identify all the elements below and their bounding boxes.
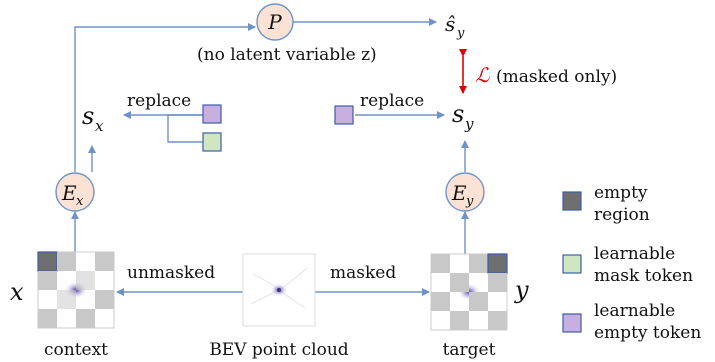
x-variable: x [10,278,24,306]
predictor-note: (no latent variable z) [197,45,377,65]
context-grid [37,251,115,329]
legend-item-empty-token: learnable empty token [562,301,701,343]
prediction-label: ŝ y [445,12,465,41]
ex-to-p-connector [74,23,256,172]
target-representation: s y [452,100,474,133]
svg-text:s: s [82,102,94,130]
empty-token-swatch-right [334,105,354,125]
y-variable: y [514,276,529,304]
token-bracket [167,114,203,143]
svg-text:s: s [452,100,464,128]
svg-text:mask token: mask token [594,266,693,286]
svg-text:region: region [594,205,650,225]
svg-text:x: x [76,194,84,209]
svg-text:learnable: learnable [594,301,675,321]
legend-item-empty-region: empty region [562,183,650,225]
svg-text:y: y [456,26,465,41]
replace-right-label: replace [360,91,424,111]
target-encoder-node: E y [445,172,485,212]
predictor-node: P [256,3,294,41]
svg-text:y: y [464,115,474,133]
svg-text:learnable: learnable [594,244,675,264]
unmasked-label: unmasked [127,263,215,283]
svg-text:empty: empty [594,183,648,203]
target-label: target [443,340,496,360]
replace-left-label: replace [127,91,191,111]
svg-text:E: E [61,181,77,205]
masked-label: masked [330,263,396,283]
legend-item-mask-token: learnable mask token [562,244,693,286]
target-grid [430,253,508,331]
svg-text:empty token: empty token [594,323,701,343]
svg-text:y: y [465,194,474,209]
svg-text:E: E [451,181,467,205]
empty-token-swatch-left [202,104,222,124]
predictor-label: P [267,10,282,34]
svg-text:ŝ: ŝ [445,12,455,36]
loss-symbol: ℒ [475,63,490,87]
context-representation: s x [82,102,104,135]
context-label: context [44,340,108,360]
legend: empty region learnable mask token learna… [562,183,701,343]
bev-point-cloud-image [242,253,316,327]
source-label: BEV point cloud [209,340,348,360]
context-encoder-node: E x [55,172,95,212]
svg-text:x: x [95,117,104,135]
mask-token-swatch-left [202,132,222,152]
loss-note: (masked only) [496,67,617,87]
